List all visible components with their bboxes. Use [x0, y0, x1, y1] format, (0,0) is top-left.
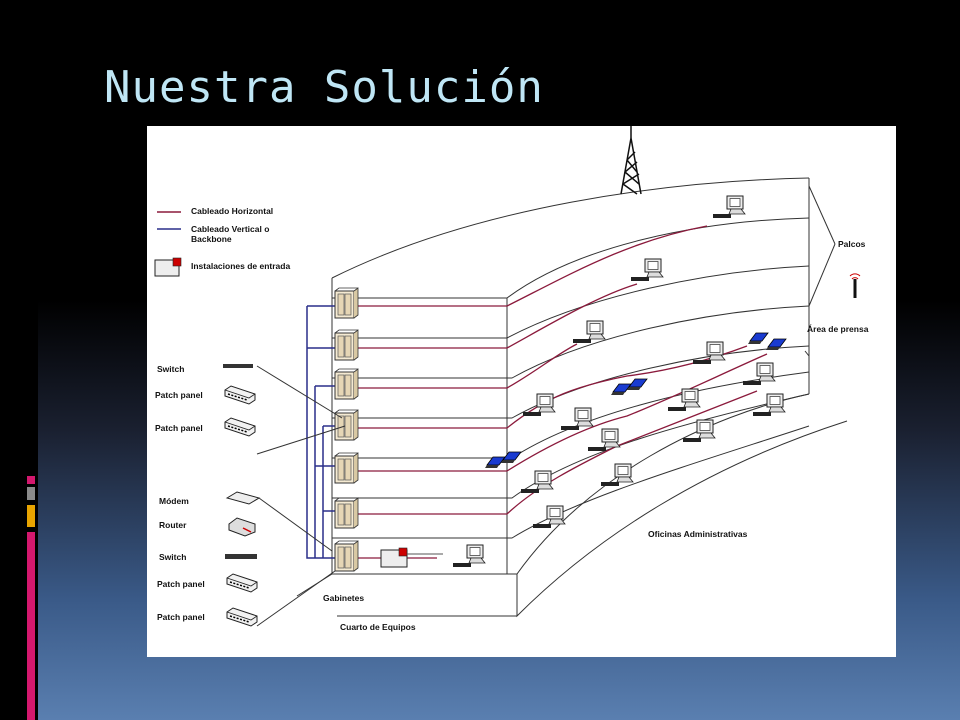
label-area-prensa: Área de prensa: [807, 324, 869, 334]
entrance-facility-icon: [380, 547, 443, 568]
wireless-ap-icon: [849, 273, 861, 298]
device-label-patch-panel-1: Patch panel: [155, 390, 203, 400]
label-oficinas: Oficinas Administrativas: [648, 529, 748, 539]
legend-horizontal-label: Cableado Horizontal: [191, 206, 274, 216]
device-label-patch-panel-3: Patch panel: [157, 579, 205, 589]
device-label-patch-panel-4: Patch panel: [157, 612, 205, 622]
legend: [154, 211, 182, 277]
cabinets: [334, 287, 359, 572]
antenna-tower-icon: [620, 126, 642, 195]
legend-entrance-label: Instalaciones de entrada: [191, 261, 291, 271]
label-pointers: [804, 185, 836, 357]
device-pointer-lines: [256, 365, 346, 627]
label-cuarto-equipos: Cuarto de Equipos: [340, 622, 416, 632]
legend-vertical-label-2: Backbone: [191, 234, 232, 244]
building-outline: [296, 177, 848, 618]
accent-bar-pink-2: [27, 532, 35, 720]
device-label-patch-panel-2: Patch panel: [155, 423, 203, 433]
device-label-modem: Módem: [159, 496, 189, 506]
device-icons: [223, 364, 261, 627]
device-label-switch-upper: Switch: [157, 364, 185, 374]
diagram-svg: [154, 126, 861, 627]
device-label-switch-lower: Switch: [159, 552, 187, 562]
network-diagram: Cableado Horizontal Cableado Vertical o …: [147, 126, 896, 657]
backbone-cables: [306, 305, 335, 559]
accent-bar-grey: [27, 487, 35, 500]
device-label-router: Router: [159, 520, 187, 530]
accent-bar-orange: [27, 505, 35, 527]
accent-bar-pink-1: [27, 476, 35, 484]
label-palcos: Palcos: [838, 239, 866, 249]
legend-vertical-label-1: Cableado Vertical o: [191, 224, 270, 234]
slide-title: Nuestra Solución: [104, 62, 544, 113]
label-gabinetes: Gabinetes: [323, 593, 365, 603]
